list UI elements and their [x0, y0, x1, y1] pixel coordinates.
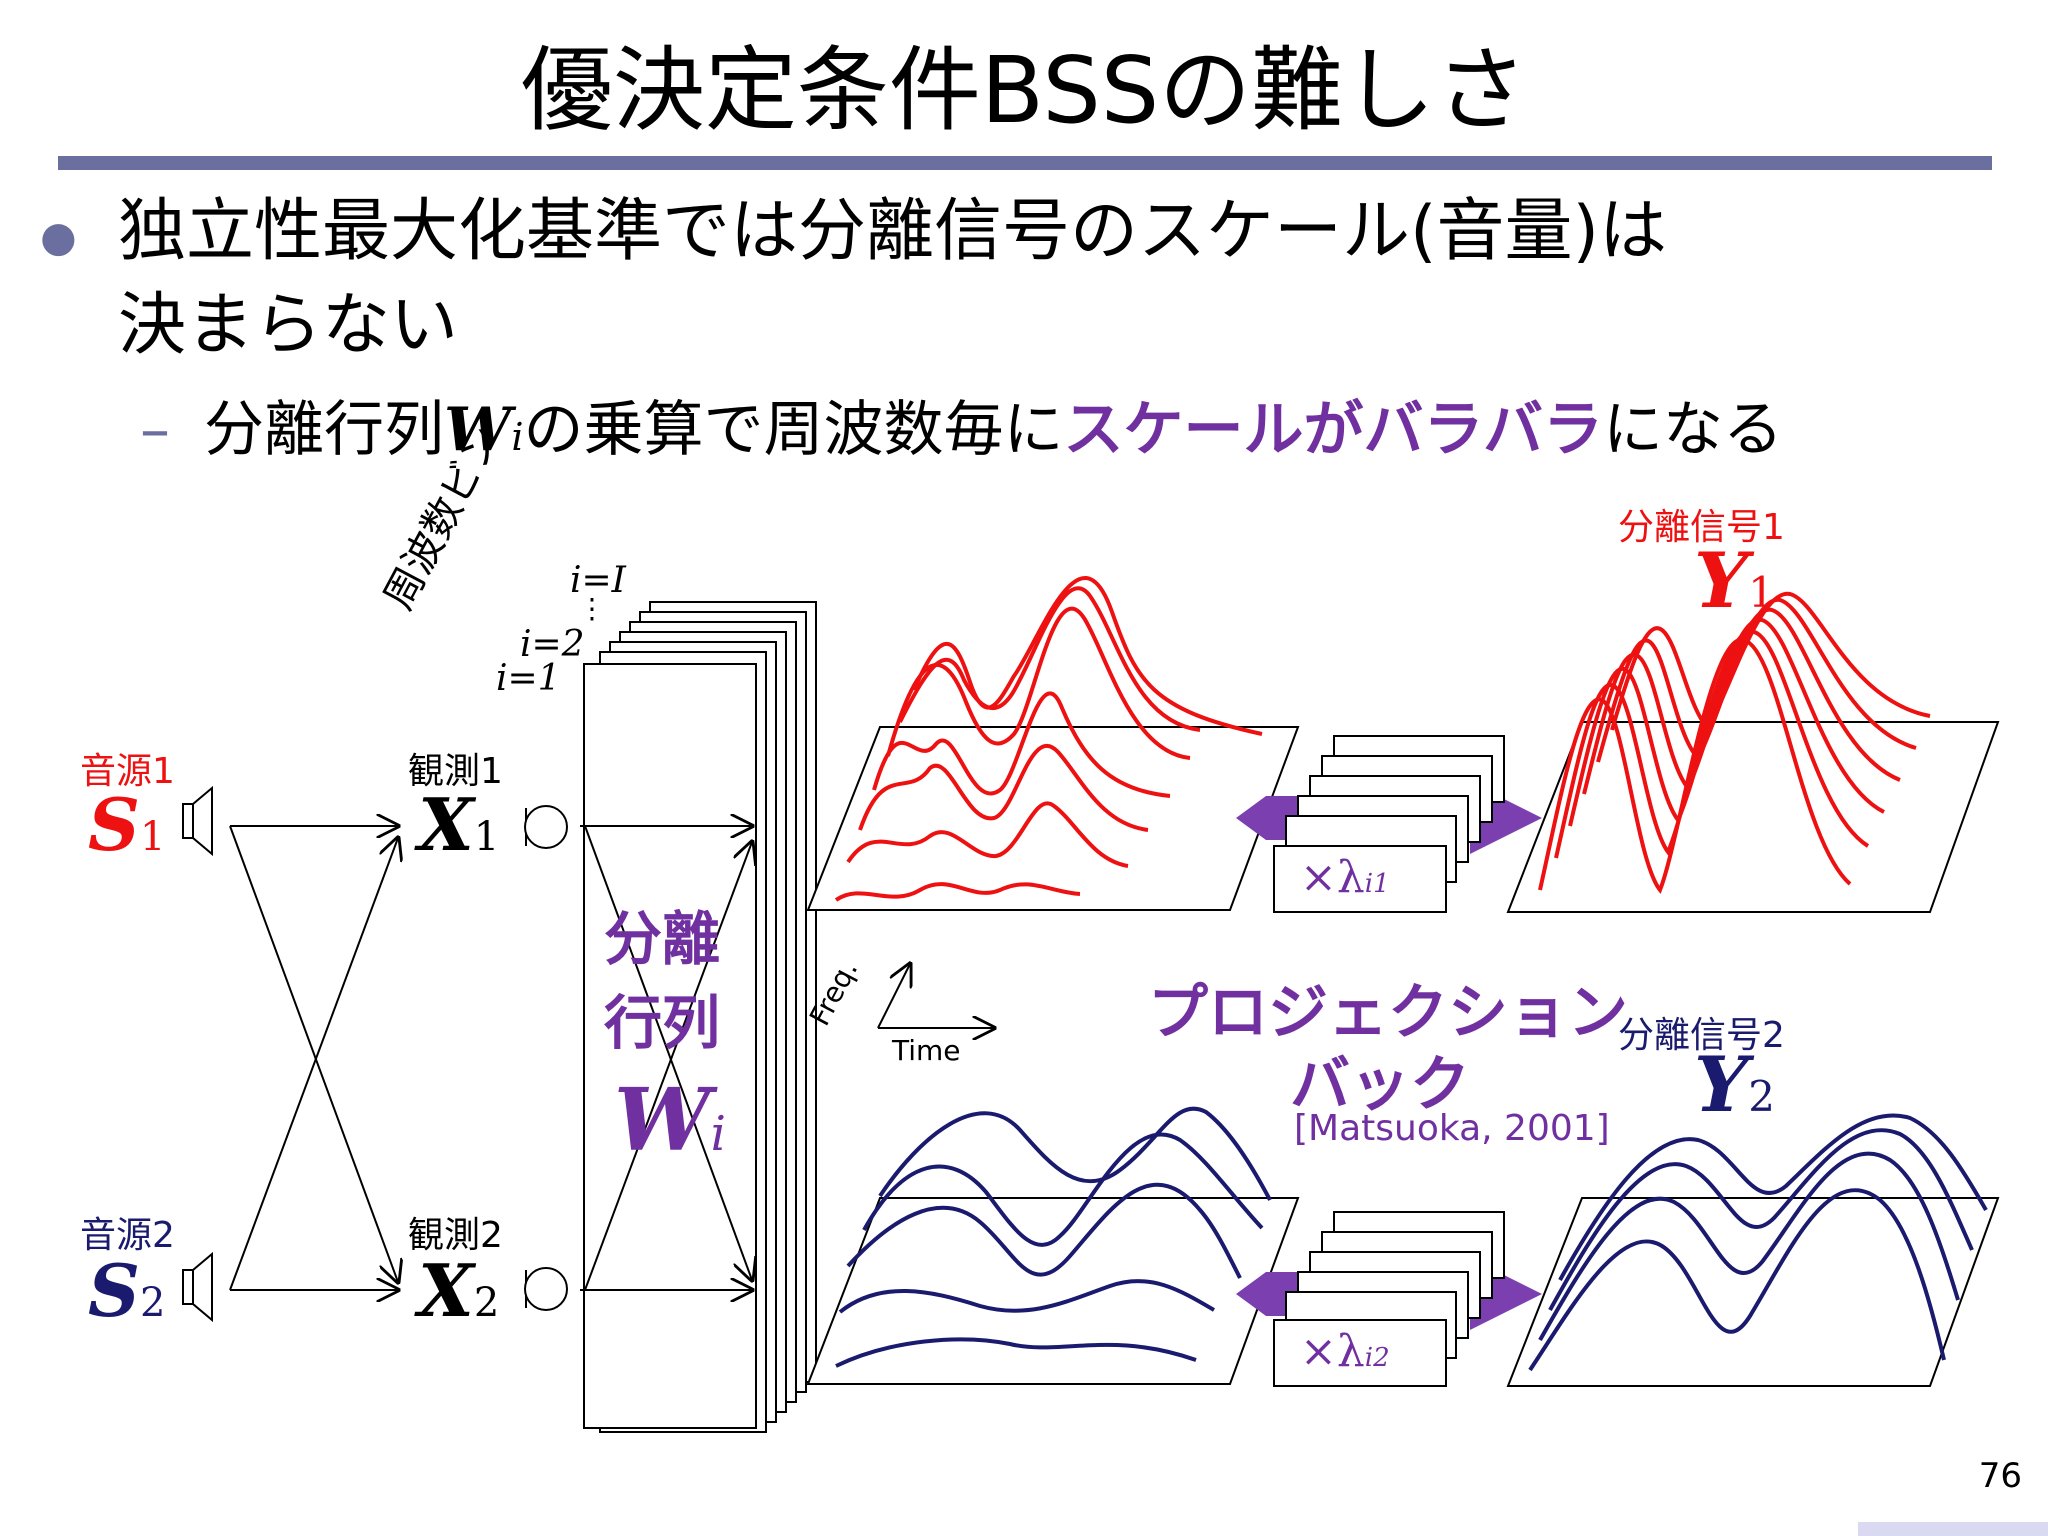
s1-subscript: 1: [140, 814, 166, 860]
bin-top-label: i=I: [570, 560, 626, 601]
y2-subscript: 2: [1748, 1072, 1775, 1121]
lambda-top-label: ×λi1: [1300, 852, 1390, 903]
output-1-symbol: Y1: [1694, 536, 1775, 625]
s1-symbol: S: [88, 782, 140, 867]
s2-subscript: 2: [140, 1280, 166, 1326]
microphone-icon: [524, 805, 568, 849]
s2-symbol: S: [88, 1248, 140, 1333]
output-2-symbol: Y2: [1694, 1040, 1775, 1129]
navy-spectra-unaligned: [835, 1106, 1272, 1368]
sub-bullet-middle: の乗算で周波数毎に: [523, 395, 1064, 465]
lambda-stack-top: [1273, 735, 1505, 913]
y2-symbol: Y: [1694, 1040, 1749, 1129]
sub-bullet-suffix: になる: [1602, 395, 1783, 465]
navy-spectra-aligned: [1528, 1113, 1988, 1372]
red-spectra-unaligned: [834, 576, 1263, 902]
x1-subscript: 1: [473, 814, 500, 860]
sub-bullet-dash: –: [140, 395, 170, 465]
y1-symbol: Y: [1694, 536, 1749, 625]
observation-1-label: 観測1: [408, 751, 503, 792]
observation-2-symbol: X2: [418, 1248, 499, 1333]
observation-1-symbol: X1: [418, 782, 499, 867]
footer-bar: [1858, 1522, 2048, 1536]
projection-back-line-2: バック: [1290, 1050, 1470, 1120]
bullet-dot: ●: [40, 212, 77, 261]
plane-after-top: [1506, 721, 2000, 913]
matrix-symbol: Wi: [614, 1070, 726, 1171]
x2-subscript: 2: [473, 1280, 500, 1326]
separation-matrix-stack: [583, 601, 817, 1433]
output-2-label: 分離信号2: [1618, 1015, 1785, 1056]
observation-2-label: 観測2: [408, 1215, 503, 1256]
speaker-icon: [182, 1251, 213, 1323]
source-1-label: 音源1: [80, 751, 175, 792]
y1-subscript: 1: [1748, 568, 1775, 617]
sub-bullet: –分離行列Wiの乗算で周波数毎にスケールがバラバラになる: [140, 390, 1783, 477]
citation: [Matsuoka, 2001]: [1294, 1108, 1610, 1149]
lambda-top-symbol: ×λ: [1300, 852, 1365, 903]
lambda-bottom-label: ×λi2: [1300, 1326, 1390, 1377]
page-number: 76: [1978, 1456, 2022, 1496]
title-rule: [58, 156, 1992, 170]
lambda-top-subscript: i1: [1364, 869, 1390, 899]
lambda-bottom-symbol: ×λ: [1300, 1326, 1365, 1377]
w-subscript: i: [511, 415, 524, 459]
bin-2-label: i=2: [520, 624, 585, 665]
matrix-w-symbol: W: [614, 1070, 711, 1171]
mixing-arrows: [229, 826, 398, 1290]
plane-before-bottom: [806, 1197, 1300, 1385]
source-2-symbol: S2: [88, 1248, 165, 1333]
slide-title: 優決定条件BSSの難しさ: [520, 37, 1528, 144]
w-symbol: W: [444, 395, 512, 465]
plane-before-top: [806, 726, 1300, 911]
sub-bullet-prefix: 分離行列: [204, 395, 444, 465]
matrix-w-subscript: i: [710, 1106, 726, 1162]
source-1-symbol: S1: [88, 782, 165, 867]
microphone-icon: [524, 1267, 568, 1311]
source-2-label: 音源2: [80, 1215, 175, 1256]
lambda-stack-bottom: [1273, 1211, 1505, 1387]
axis-time-label: Time: [892, 1034, 961, 1067]
demixing-arrows: [580, 826, 752, 1290]
output-1-label: 分離信号1: [1618, 507, 1785, 548]
axes-icon: [877, 964, 994, 1028]
bin-dots: ⋮: [578, 592, 606, 625]
lambda-bottom-subscript: i2: [1364, 1343, 1390, 1373]
x1-symbol: X: [418, 782, 474, 867]
projection-back-line-1: プロジェクション: [1148, 978, 1628, 1048]
speaker-icon: [182, 785, 213, 857]
x2-symbol: X: [418, 1248, 474, 1333]
bin-1-label: i=1: [496, 658, 561, 699]
sub-bullet-highlight: スケールがバラバラ: [1063, 395, 1603, 465]
matrix-label-line-2: 行列: [604, 989, 721, 1057]
matrix-label-line-1: 分離: [604, 905, 721, 973]
red-spectra-aligned: [1538, 591, 1931, 894]
bullet-line-1: 独立性最大化基準では分離信号のスケール(音量)は: [118, 192, 1668, 271]
bullet-line-2: 決まらない: [118, 286, 459, 365]
